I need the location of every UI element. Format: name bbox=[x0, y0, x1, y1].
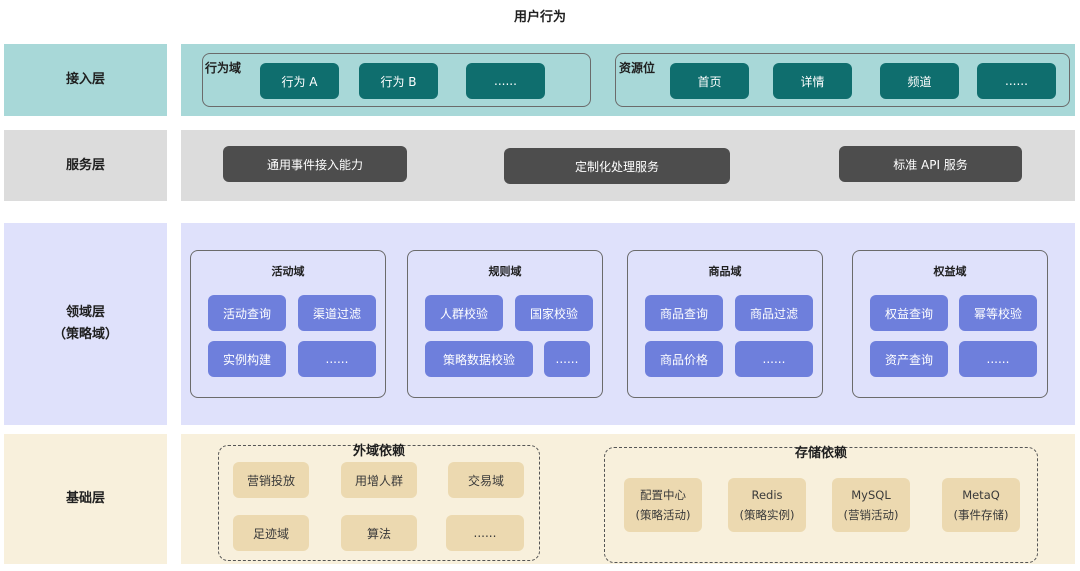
benefit-item-more: ...... bbox=[959, 341, 1037, 377]
external-item-footprint: 足迹域 bbox=[233, 515, 309, 551]
activity-domain-title: 活动域 bbox=[271, 265, 305, 278]
storage-item-config-center-name: 配置中心 bbox=[640, 488, 686, 502]
product-item-more: ...... bbox=[735, 341, 813, 377]
product-item-query: 商品查询 bbox=[645, 295, 723, 331]
rule-item-strategy-data-check: 策略数据校验 bbox=[425, 341, 533, 377]
storage-item-redis-sub: (策略实例) bbox=[739, 508, 795, 522]
rule-domain-title: 规则域 bbox=[488, 265, 522, 278]
resource-item-channel: 频道 bbox=[880, 63, 959, 99]
external-deps-title: 外域依赖 bbox=[352, 444, 405, 459]
diagram-title: 用户行为 bbox=[513, 10, 566, 25]
storage-item-mysql-sub: (营销活动) bbox=[843, 508, 899, 522]
external-item-trade: 交易域 bbox=[448, 462, 524, 498]
external-deps-group bbox=[218, 445, 540, 561]
layer-label-base: 基础层 bbox=[4, 434, 167, 564]
benefit-domain-title: 权益域 bbox=[933, 265, 967, 278]
layer-label-base-text: 基础层 bbox=[65, 491, 105, 506]
service-item-event-access: 通用事件接入能力 bbox=[223, 146, 407, 182]
external-item-marketing: 营销投放 bbox=[233, 462, 309, 498]
resource-item-more: ...... bbox=[977, 63, 1056, 99]
rule-domain-box bbox=[407, 250, 603, 398]
layer-label-access-text: 接入层 bbox=[65, 72, 105, 87]
activity-item-more: ...... bbox=[298, 341, 376, 377]
storage-item-config-center: 配置中心 (策略活动) bbox=[624, 478, 702, 532]
storage-item-redis: Redis (策略实例) bbox=[728, 478, 806, 532]
storage-item-mysql-name: MySQL bbox=[851, 488, 891, 502]
storage-item-metaq-sub: (事件存储) bbox=[953, 508, 1009, 522]
resource-slot-group bbox=[615, 53, 1070, 107]
storage-item-redis-name: Redis bbox=[751, 488, 783, 502]
benefit-item-asset-query: 资产查询 bbox=[870, 341, 948, 377]
external-item-algorithm: 算法 bbox=[341, 515, 417, 551]
storage-item-metaq-name: MetaQ bbox=[962, 488, 1000, 502]
layer-label-domain-line1: 领域层 bbox=[65, 305, 105, 320]
behavior-domain-title: 行为域 bbox=[205, 61, 242, 75]
storage-item-mysql: MySQL (营销活动) bbox=[832, 478, 910, 532]
resource-slot-title: 资源位 bbox=[619, 61, 656, 75]
storage-deps-group bbox=[604, 447, 1038, 563]
rule-item-more: ...... bbox=[544, 341, 590, 377]
layer-label-domain: 领域层 （策略域） bbox=[4, 223, 167, 425]
product-domain-box bbox=[627, 250, 823, 398]
storage-deps-title: 存储依赖 bbox=[794, 446, 847, 461]
activity-item-instance-build: 实例构建 bbox=[208, 341, 286, 377]
service-item-standard-api: 标准 API 服务 bbox=[839, 146, 1022, 182]
service-item-custom-processing: 定制化处理服务 bbox=[504, 148, 730, 184]
storage-item-config-center-sub: (策略活动) bbox=[635, 508, 691, 522]
storage-item-metaq: MetaQ (事件存储) bbox=[942, 478, 1020, 532]
layer-label-access: 接入层 bbox=[4, 44, 167, 116]
activity-item-query: 活动查询 bbox=[208, 295, 286, 331]
rule-item-audience-check: 人群校验 bbox=[425, 295, 503, 331]
layer-label-service: 服务层 bbox=[4, 130, 167, 201]
external-item-more: ...... bbox=[446, 515, 524, 551]
behavior-item-more: ...... bbox=[466, 63, 545, 99]
activity-item-channel-filter: 渠道过滤 bbox=[298, 295, 376, 331]
layer-label-service-text: 服务层 bbox=[65, 157, 105, 173]
product-item-filter: 商品过滤 bbox=[735, 295, 813, 331]
product-item-price: 商品价格 bbox=[645, 341, 723, 377]
benefit-item-query: 权益查询 bbox=[870, 295, 948, 331]
benefit-domain-box bbox=[852, 250, 1048, 398]
rule-item-country-check: 国家校验 bbox=[515, 295, 593, 331]
external-item-growth-audience: 用增人群 bbox=[341, 462, 417, 498]
behavior-domain-group bbox=[202, 53, 591, 107]
resource-item-home: 首页 bbox=[670, 63, 749, 99]
behavior-item-a: 行为 A bbox=[260, 63, 339, 99]
activity-domain-box bbox=[190, 250, 386, 398]
layer-label-domain-line2: （策略域） bbox=[52, 327, 118, 342]
product-domain-title: 商品域 bbox=[708, 265, 742, 278]
behavior-item-b: 行为 B bbox=[359, 63, 438, 99]
benefit-item-idempotent-check: 幂等校验 bbox=[959, 295, 1037, 331]
resource-item-detail: 详情 bbox=[773, 63, 852, 99]
